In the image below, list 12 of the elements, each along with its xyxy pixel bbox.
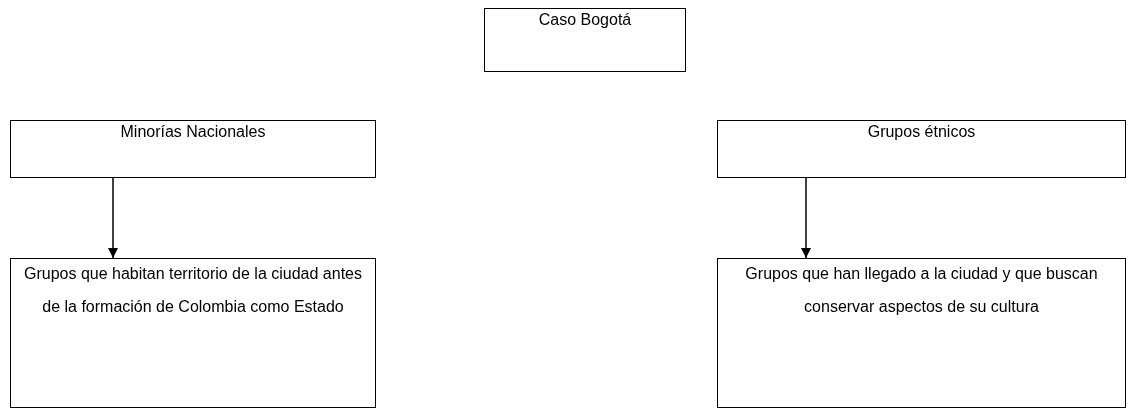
text-box bbox=[10, 258, 376, 408]
text-box bbox=[717, 120, 1126, 178]
node-label: Grupos que han llegado a la ciudad y que buscan conservar aspectos de su cultura bbox=[744, 264, 1099, 317]
node-label: Grupos étnicos bbox=[866, 122, 977, 142]
text-box bbox=[10, 120, 376, 178]
arrow bbox=[107, 177, 119, 259]
node-label: Caso Bogotá bbox=[537, 10, 633, 30]
arrow bbox=[800, 177, 812, 259]
node-label: Grupos que habitan territorio de la ciudad antes de la formación de Colombia como Estado bbox=[23, 264, 363, 317]
text-box bbox=[717, 258, 1126, 408]
node-label: Minorías Nacionales bbox=[119, 122, 267, 142]
text-box bbox=[484, 8, 686, 72]
